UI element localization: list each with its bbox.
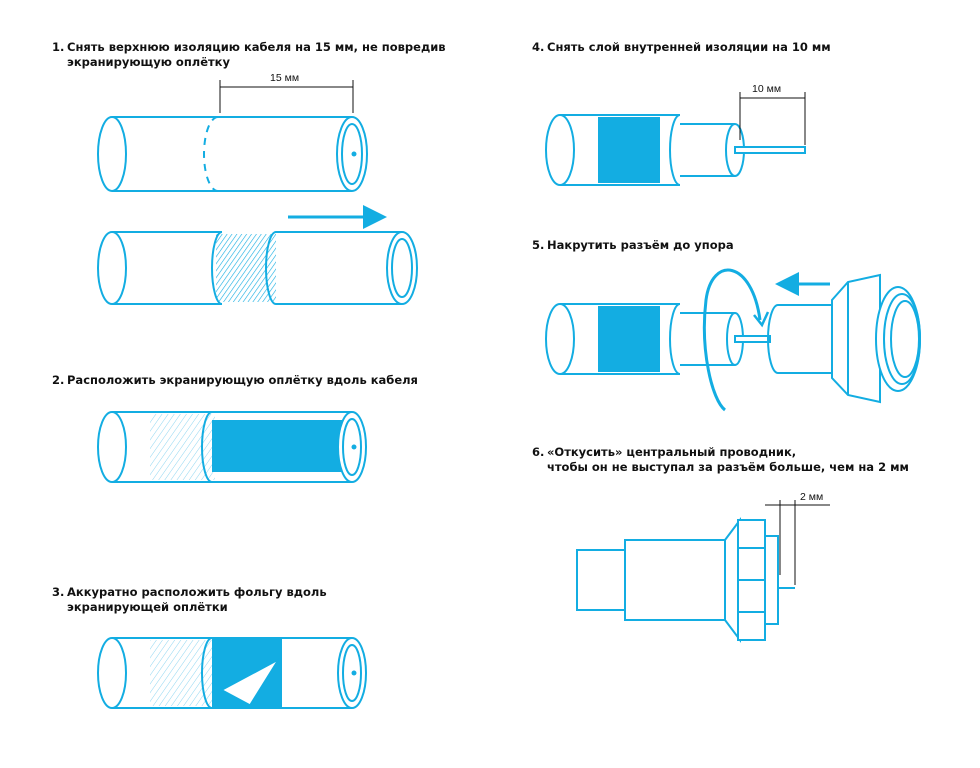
step1-cable-braid-exposed: [97, 231, 418, 305]
dimension-10mm-label: 10 мм: [752, 83, 781, 95]
step4-inner-insulation-removed: [545, 114, 806, 186]
step-3-text: 3.Аккуратно расположить фольгу вдоль экр…: [52, 585, 327, 614]
dimension-2mm: [765, 500, 830, 585]
step-4-text: 4.Снять слой внутренней изоляции на 10 м…: [532, 40, 831, 54]
step-1-text: 1.Снять верхнюю изоляцию кабеля на 15 мм…: [52, 40, 446, 69]
dimension-15mm-label: 15 мм: [270, 72, 299, 84]
step6-trimmed-connector: [576, 517, 795, 643]
step2-braid-along-cable: [97, 411, 367, 483]
step-5-text: 5.Накрутить разъём до упора: [532, 238, 734, 252]
step-6-text: 6.«Откусить» центральный проводник, чтоб…: [532, 445, 909, 474]
dimension-2mm-label: 2 мм: [800, 491, 823, 503]
dimension-15mm: [219, 80, 354, 113]
step-2-text: 2.Расположить экранирующую оплётку вдоль…: [52, 373, 418, 387]
step3-foil-along-braid: [97, 637, 367, 709]
step5-screw-connector: [545, 268, 921, 412]
step1-cable-cut: [97, 116, 368, 192]
dimension-10mm: [739, 92, 806, 145]
